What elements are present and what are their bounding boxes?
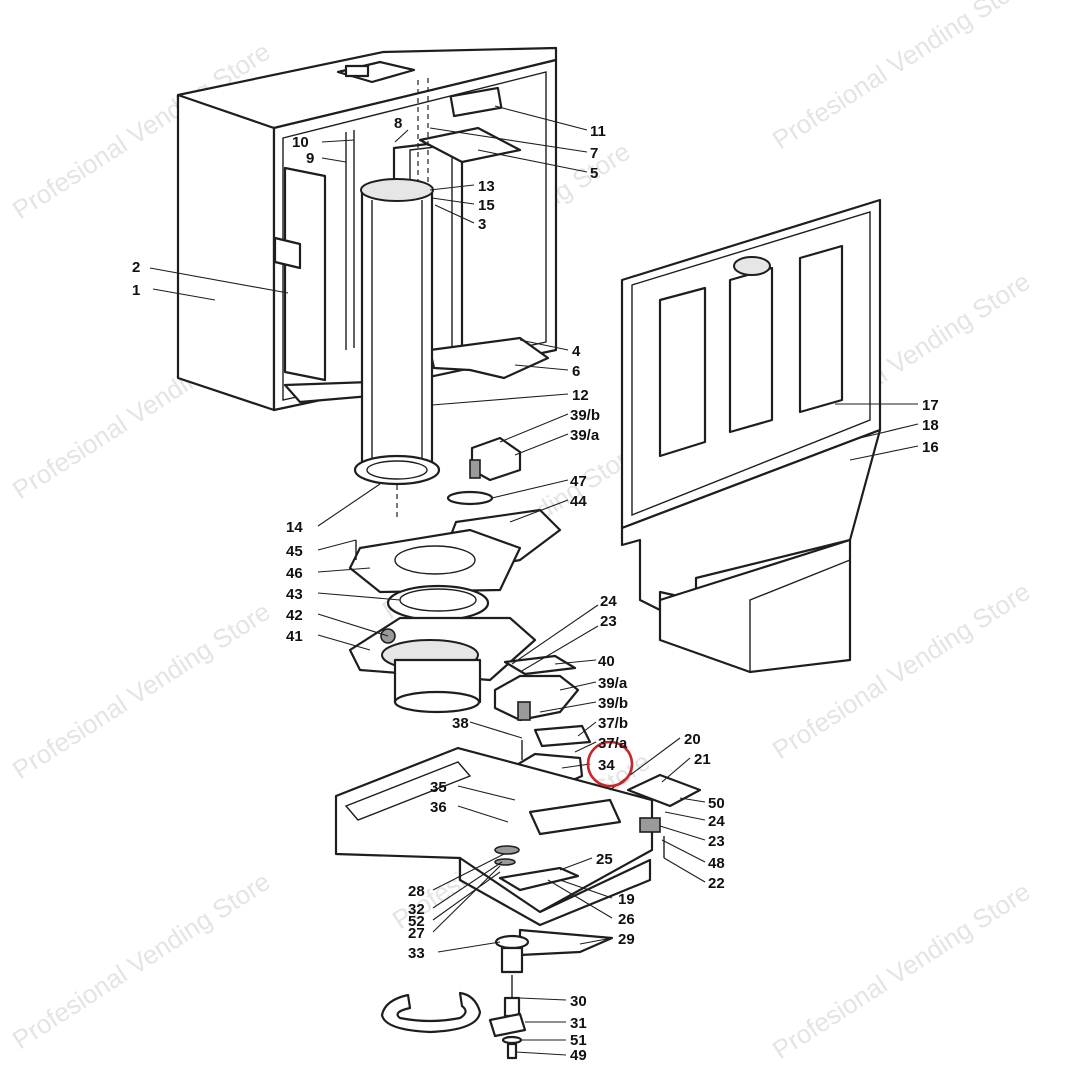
callout-labels: 1 2 3 4 5 6 7 8 9 10 11 12 13 14 15 16 1… bbox=[132, 115, 939, 1064]
watermark: Profesional Vending Store bbox=[7, 596, 275, 785]
callout-40: 40 bbox=[598, 653, 615, 670]
callout-47: 47 bbox=[570, 473, 587, 490]
callout-39b-upper: 39/b bbox=[570, 407, 600, 424]
lower-parts bbox=[380, 928, 614, 1060]
callout-28: 28 bbox=[408, 883, 425, 900]
callout-16: 16 bbox=[922, 439, 939, 456]
callout-10: 10 bbox=[292, 134, 309, 151]
base-tray bbox=[334, 746, 702, 927]
callout-5: 5 bbox=[590, 165, 598, 182]
callout-37a: 37/a bbox=[598, 735, 628, 752]
watermark: Profesional Vending Store bbox=[767, 876, 1035, 1065]
callout-39a-upper: 39/a bbox=[570, 427, 600, 444]
callout-27: 27 bbox=[408, 925, 425, 942]
callout-43: 43 bbox=[286, 586, 303, 603]
callout-35: 35 bbox=[430, 779, 447, 796]
callout-46: 46 bbox=[286, 565, 303, 582]
callout-22: 22 bbox=[708, 875, 725, 892]
callout-20: 20 bbox=[684, 731, 701, 748]
upper-mechanism bbox=[348, 436, 562, 594]
callout-41: 41 bbox=[286, 628, 303, 645]
callout-45: 45 bbox=[286, 543, 303, 560]
callout-24-lower: 24 bbox=[708, 813, 725, 830]
callout-17: 17 bbox=[922, 397, 939, 414]
callout-6: 6 bbox=[572, 363, 580, 380]
callout-39b-middle: 39/b bbox=[598, 695, 628, 712]
callout-33: 33 bbox=[408, 945, 425, 962]
callout-37b: 37/b bbox=[598, 715, 628, 732]
callout-32: 32 bbox=[408, 901, 425, 918]
callout-14: 14 bbox=[286, 519, 303, 536]
leader-lines bbox=[149, 105, 919, 1056]
callout-29: 29 bbox=[618, 931, 635, 948]
callout-2: 2 bbox=[132, 259, 140, 276]
watermark: Profesional Vending Store bbox=[7, 866, 275, 1055]
callout-25: 25 bbox=[596, 851, 613, 868]
callout-36: 36 bbox=[430, 799, 447, 816]
watermark: Profesional Vending Store bbox=[767, 0, 1035, 155]
callout-49: 49 bbox=[570, 1047, 587, 1064]
callout-4: 4 bbox=[572, 343, 581, 360]
callout-19: 19 bbox=[618, 891, 635, 908]
callout-51: 51 bbox=[570, 1032, 587, 1049]
callout-30: 30 bbox=[570, 993, 587, 1010]
callout-44: 44 bbox=[570, 493, 587, 510]
ring-and-hopper bbox=[348, 584, 537, 714]
callout-50: 50 bbox=[708, 795, 725, 812]
callout-9: 9 bbox=[306, 150, 314, 167]
callout-52: 52 bbox=[408, 913, 425, 930]
callout-42: 42 bbox=[286, 607, 303, 624]
front-panel bbox=[620, 198, 882, 674]
column-tube bbox=[353, 178, 441, 520]
callout-34: 34 bbox=[598, 757, 615, 774]
callout-12: 12 bbox=[572, 387, 589, 404]
callout-38: 38 bbox=[452, 715, 469, 732]
callout-8: 8 bbox=[394, 115, 402, 132]
callout-11: 11 bbox=[590, 123, 606, 140]
callout-15: 15 bbox=[478, 197, 495, 214]
callout-31: 31 bbox=[570, 1015, 587, 1032]
callout-13: 13 bbox=[478, 178, 495, 195]
callout-18: 18 bbox=[922, 417, 939, 434]
callout-3: 3 bbox=[478, 216, 486, 233]
highlight-circle bbox=[586, 740, 634, 788]
callout-21: 21 bbox=[694, 751, 711, 768]
callout-24-upper: 24 bbox=[600, 593, 617, 610]
callout-48: 48 bbox=[708, 855, 725, 872]
callout-39a-middle: 39/a bbox=[598, 675, 628, 692]
callout-23-upper: 23 bbox=[600, 613, 617, 630]
callout-1: 1 bbox=[132, 282, 140, 299]
callout-26: 26 bbox=[618, 911, 635, 928]
callout-23-lower: 23 bbox=[708, 833, 725, 850]
callout-7: 7 bbox=[590, 145, 598, 162]
